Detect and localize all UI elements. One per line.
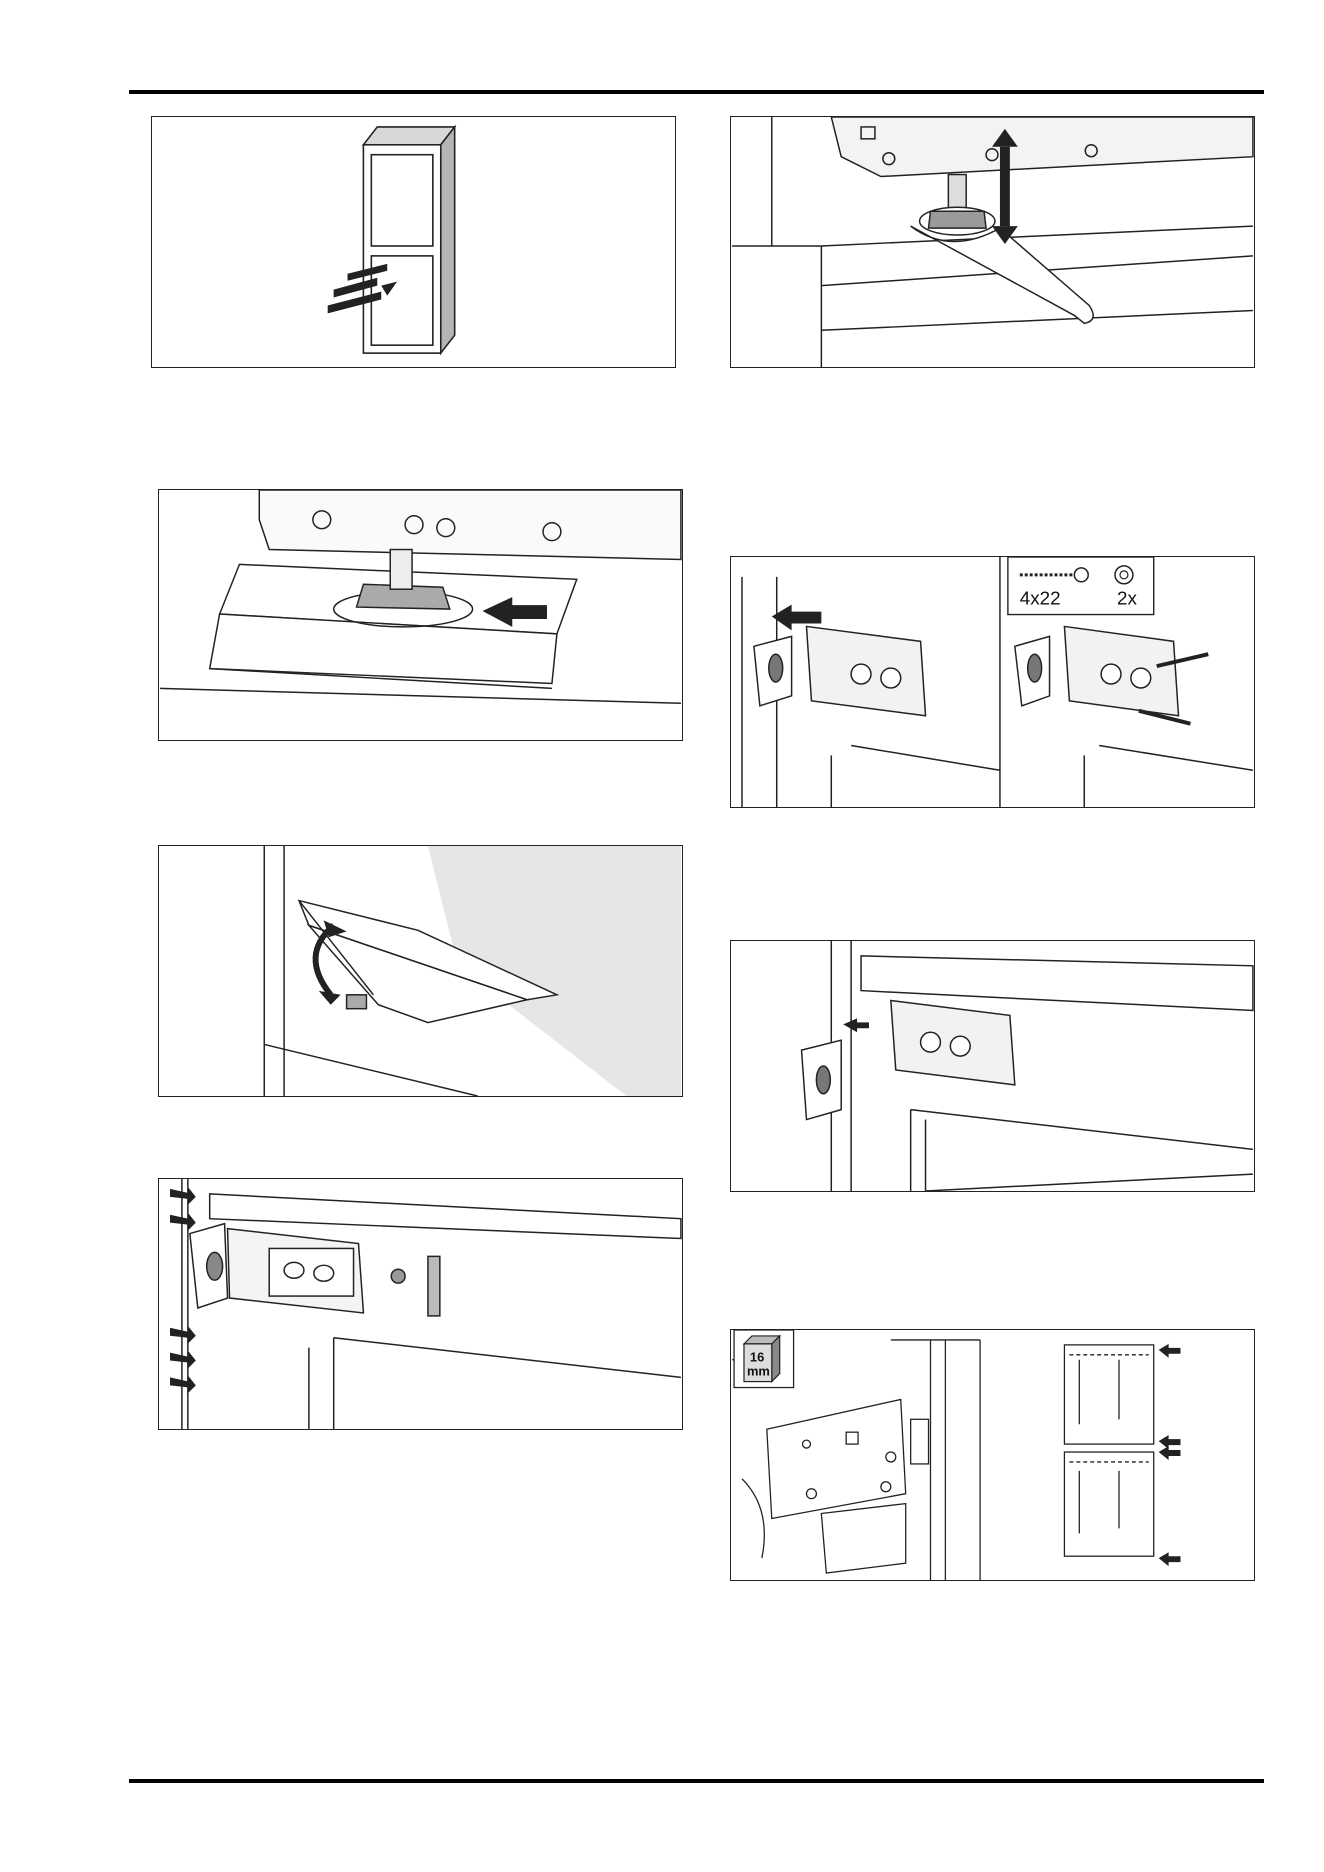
figure-spacer-door-rail: 16 mm	[730, 1329, 1255, 1581]
top-rule	[129, 90, 1264, 94]
figure-hinge-alignment	[158, 1178, 683, 1430]
figure-appliance-cabinet	[151, 116, 676, 368]
figure-adjust-foot-wrench	[730, 116, 1255, 368]
spacer-value: 16	[750, 1350, 764, 1365]
figure-ventilation-flap-tilt	[158, 845, 683, 1097]
spacer-unit: mm	[747, 1364, 770, 1379]
washer-quantity-label: 2x	[1117, 588, 1137, 609]
spacer-16mm-icon: 16 mm	[744, 1336, 780, 1382]
bottom-rule	[129, 1779, 1264, 1783]
figure-ventilation-grille-foot	[158, 489, 683, 741]
figure-hinge-cover-screws: 4x22 2x	[730, 556, 1255, 808]
screw-quantity-label: 4x22	[1020, 588, 1061, 609]
figure-hinge-cover-attach	[730, 940, 1255, 1192]
